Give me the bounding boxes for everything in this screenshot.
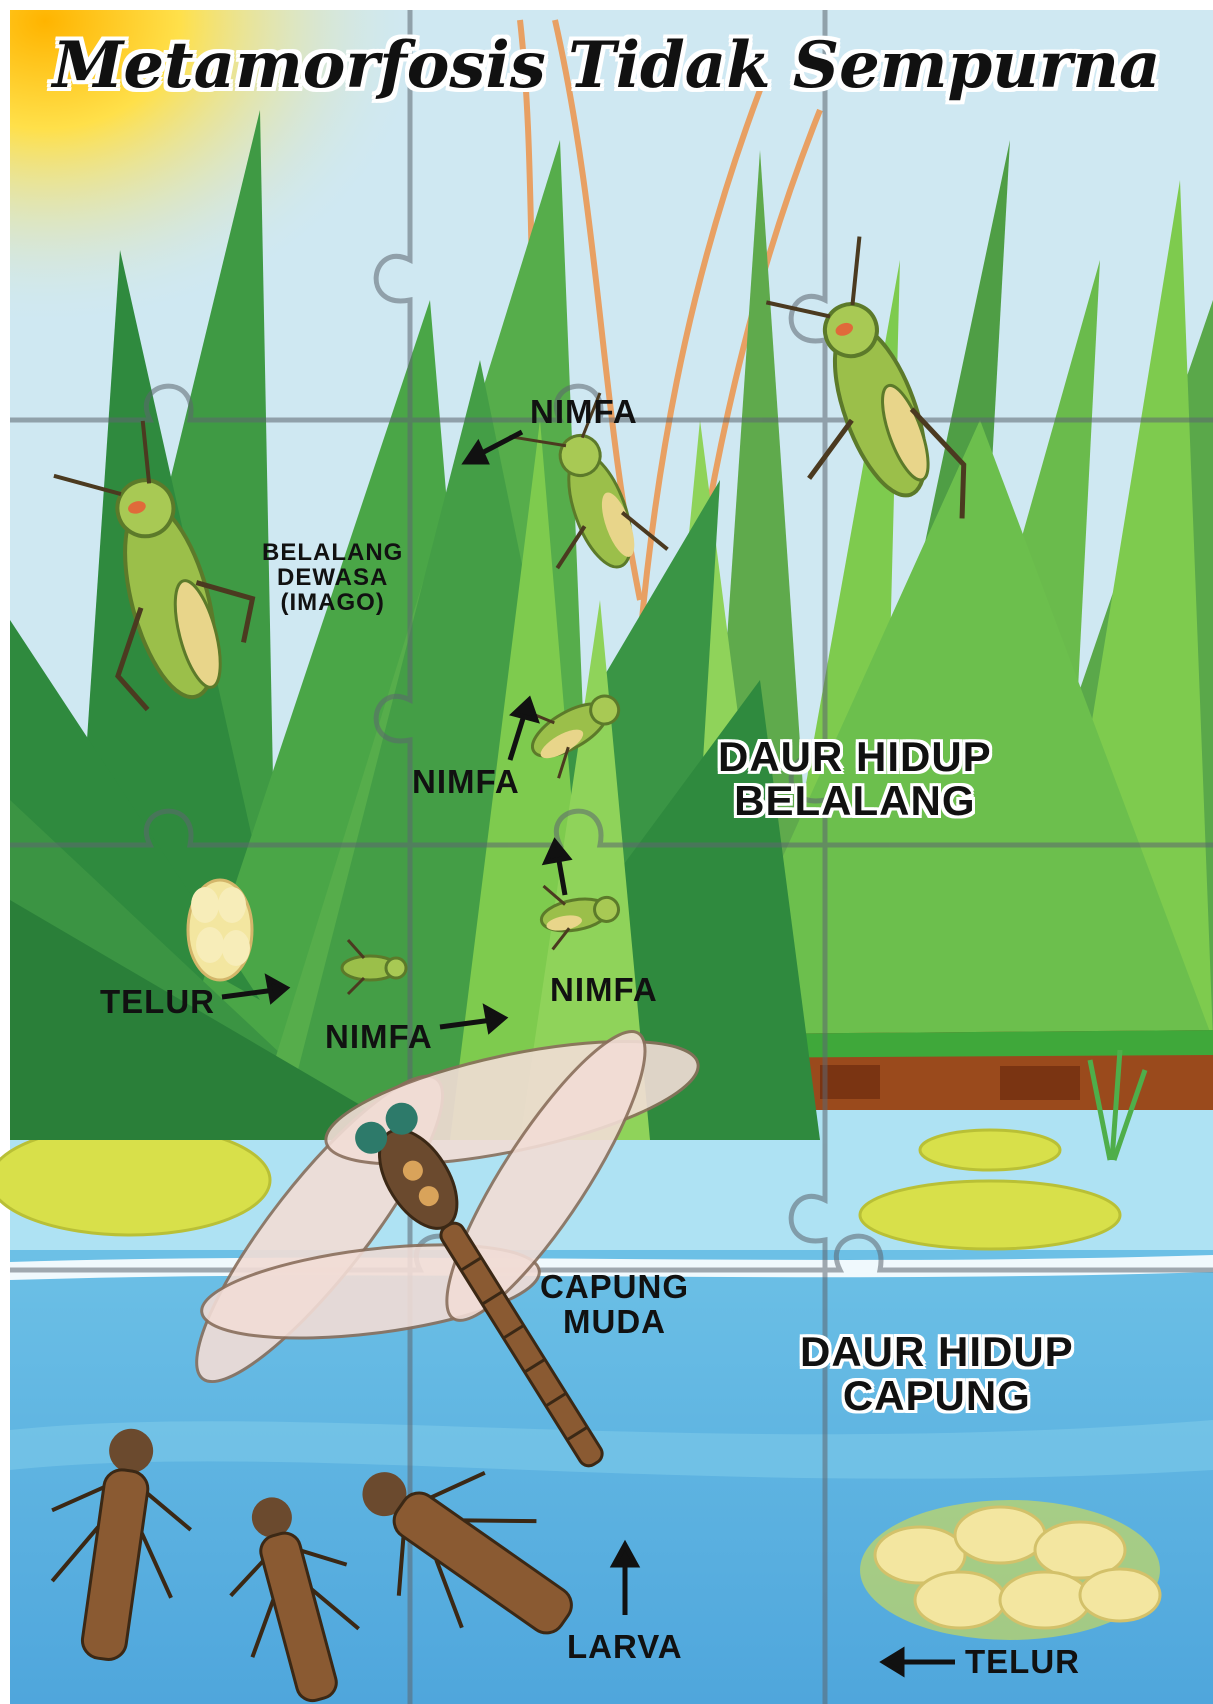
grasshopper-heading-line1: DAUR HIDUP bbox=[718, 735, 992, 779]
young-label-line1: CAPUNG bbox=[540, 1270, 689, 1305]
nymph-label-3: NIMFA bbox=[412, 765, 520, 800]
adult-label-line1: BELALANG bbox=[262, 540, 403, 565]
dragonfly-heading-line1: DAUR HIDUP bbox=[800, 1330, 1074, 1374]
young-label-line2: MUDA bbox=[540, 1305, 689, 1340]
adult-label-line2: DEWASA bbox=[262, 565, 403, 590]
adult-label: BELALANG DEWASA (IMAGO) bbox=[262, 540, 403, 616]
nymph-label-2: NIMFA bbox=[550, 973, 658, 1008]
young-dragonfly-label: CAPUNG MUDA bbox=[540, 1270, 689, 1339]
grasshopper-heading-line2: BELALANG bbox=[718, 779, 992, 823]
nymph-label-1: NIMFA bbox=[325, 1020, 433, 1055]
dragonfly-egg-label: TELUR bbox=[965, 1645, 1080, 1680]
dragonfly-cycle-heading: DAUR HIDUP CAPUNG bbox=[800, 1330, 1074, 1418]
grasshopper-cycle-heading: DAUR HIDUP BELALANG bbox=[718, 735, 992, 823]
page-title: Metamorfosis Tidak Sempurna bbox=[0, 28, 1213, 103]
grasshopper-egg-label: TELUR bbox=[100, 985, 215, 1020]
adult-label-line3: (IMAGO) bbox=[262, 590, 403, 615]
nymph-label-4: NIMFA bbox=[530, 395, 638, 430]
larva-label: LARVA bbox=[567, 1630, 683, 1665]
grasshopper-eggs bbox=[188, 880, 252, 980]
dragonfly-heading-line2: CAPUNG bbox=[800, 1374, 1074, 1418]
dragonfly-eggs bbox=[860, 1500, 1160, 1640]
